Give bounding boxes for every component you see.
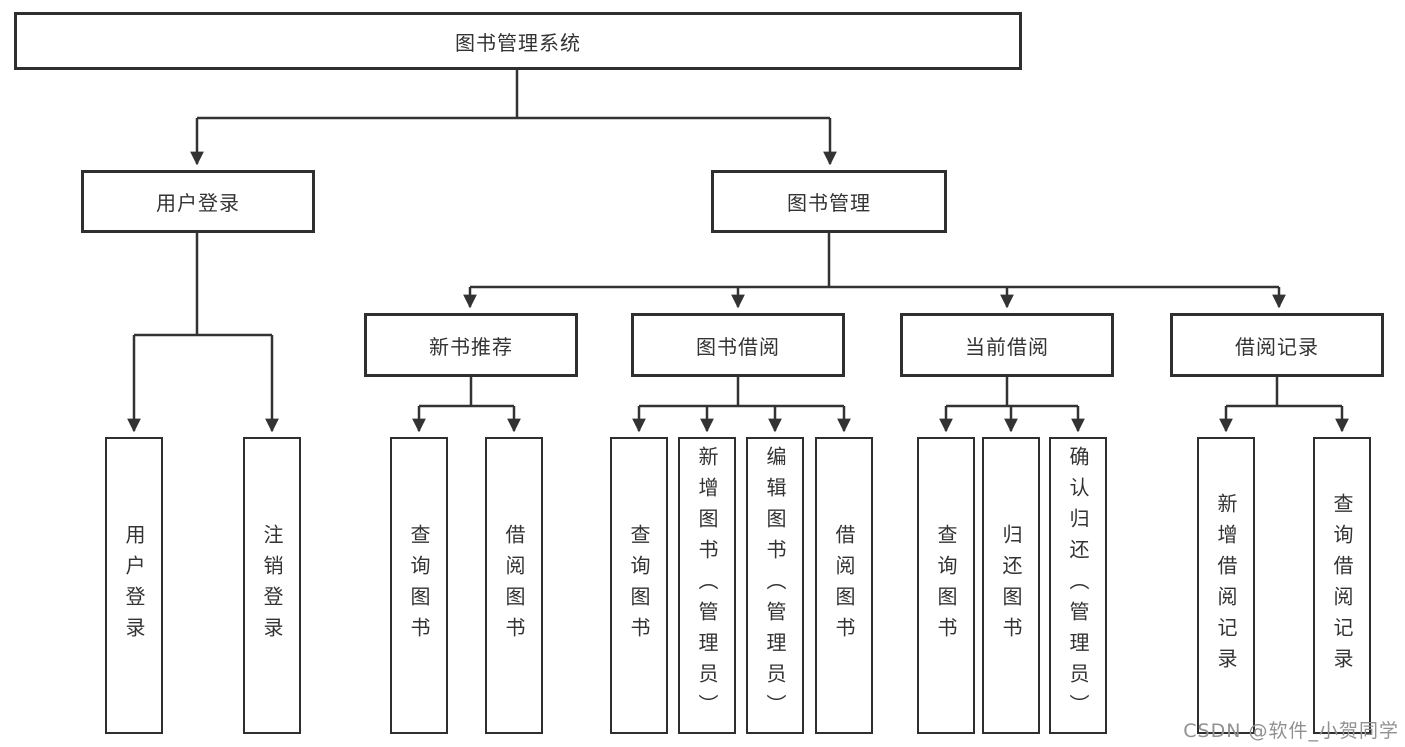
node-label: 查询图书 (934, 523, 958, 648)
leaf-user-login: 用户登录 (105, 437, 163, 734)
node-label: 注销登录 (260, 523, 284, 648)
node-label: 确认归还（管理员） (1066, 446, 1090, 725)
node-label: 查询图书 (627, 523, 651, 648)
node-label: 新书推荐 (429, 334, 513, 359)
node-book-management: 图书管理 (711, 170, 947, 233)
node-label: 编辑图书（管理员） (763, 446, 787, 725)
node-label: 图书管理 (787, 191, 871, 215)
leaf-add-books-admin: 新增图书（管理员） (678, 437, 736, 734)
node-label: 用户登录 (122, 523, 146, 648)
leaf-confirm-return-admin: 确认归还（管理员） (1049, 437, 1107, 734)
node-label: 用户登录 (156, 191, 240, 215)
node-label: 新增图书（管理员） (695, 446, 719, 725)
node-label: 借阅记录 (1235, 334, 1319, 359)
node-user-login: 用户登录 (81, 170, 315, 233)
leaf-logout: 注销登录 (243, 437, 301, 734)
node-book-borrow: 图书借阅 (631, 313, 845, 377)
node-label: 图书借阅 (696, 334, 780, 359)
node-label: 当前借阅 (965, 334, 1049, 359)
leaf-query-books-current: 查询图书 (917, 437, 975, 734)
node-label: 新增借阅记录 (1214, 492, 1238, 679)
node-label: 借阅图书 (502, 523, 526, 648)
node-borrow-record: 借阅记录 (1170, 313, 1384, 377)
leaf-add-borrow-record: 新增借阅记录 (1197, 437, 1255, 734)
csdn-watermark: CSDN @软件_小贺同学 (1183, 720, 1399, 742)
leaf-query-borrow-record: 查询借阅记录 (1313, 437, 1371, 734)
leaf-query-books-borrow: 查询图书 (610, 437, 668, 734)
leaf-edit-books-admin: 编辑图书（管理员） (746, 437, 804, 734)
node-label: 查询图书 (407, 523, 431, 648)
node-label: 查询借阅记录 (1330, 492, 1354, 679)
node-label: 借阅图书 (832, 523, 856, 648)
leaf-borrow-books: 借阅图书 (815, 437, 873, 734)
leaf-query-books-recommend: 查询图书 (390, 437, 448, 734)
node-new-book-recommend: 新书推荐 (364, 313, 578, 377)
leaf-return-books: 归还图书 (982, 437, 1040, 734)
node-label: 图书管理系统 (455, 30, 581, 55)
node-library-management-system: 图书管理系统 (14, 12, 1022, 70)
leaf-borrow-books-recommend: 借阅图书 (485, 437, 543, 734)
node-label: 归还图书 (999, 523, 1023, 648)
node-current-borrow: 当前借阅 (900, 313, 1114, 377)
